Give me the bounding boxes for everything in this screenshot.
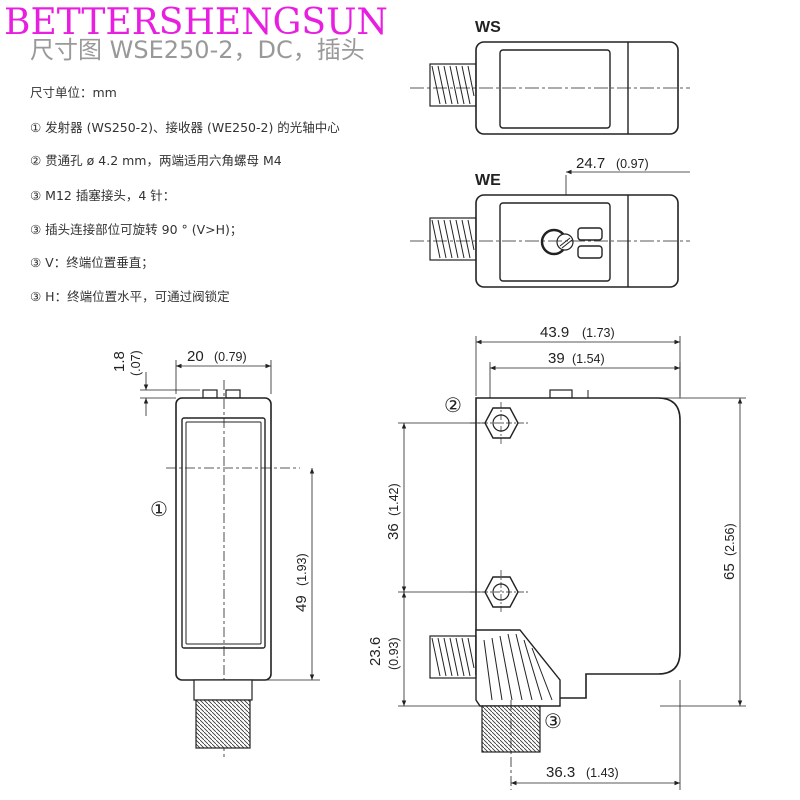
note-units: 尺寸单位：mm [30, 85, 117, 100]
dim-36-3-main: 36.3 [546, 764, 575, 781]
mount-hole-bottom [484, 576, 519, 608]
drawing-title: 尺寸图 WSE250-2，DC，插头 [30, 36, 365, 64]
dim-39: 39 (1.54) [489, 350, 681, 398]
dim-1-8-main: 1.8 [111, 351, 128, 372]
dim-1-8: 1.8 (.07) [111, 350, 200, 416]
note-6: ③ H：终端位置水平，可通过阀锁定 [30, 289, 230, 304]
note-5: ③ V：终端位置垂直； [30, 255, 154, 270]
connector-body [475, 629, 561, 707]
dim-39-main: 39 [548, 350, 565, 367]
dim-49-main: 49 [293, 595, 310, 612]
we-connector [429, 217, 477, 261]
callout-2: ② [444, 395, 462, 417]
dim-49-sub: (1.93) [295, 553, 309, 586]
dim-24-7-sub: (0.97) [616, 157, 649, 171]
note-2: ② 贯通孔 ø 4.2 mm，两端适用六角螺母 M4 [30, 153, 282, 168]
indicator-led-top [577, 227, 603, 241]
callout-1: ① [150, 499, 168, 521]
we-view: WE [410, 172, 690, 288]
callout-3: ③ [544, 711, 562, 733]
front-view: ① [150, 380, 300, 760]
dim-20-main: 20 [187, 348, 204, 365]
dim-43-9-sub: (1.73) [582, 326, 615, 340]
dim-43-9-main: 43.9 [540, 324, 569, 341]
dim-1-8-sub: (.07) [129, 350, 143, 376]
note-4: ③ 插头连接部位可旋转 90 ° (V>H)； [30, 222, 243, 237]
we-face [499, 202, 611, 282]
dim-23-6: 23.6 (0.93) [367, 592, 480, 707]
dim-20-sub: (0.79) [214, 350, 247, 364]
note-1: ① 发射器 (WS250-2)、接收器 (WE250-2) 的光轴中心 [30, 120, 340, 135]
watermark-text: BETTERSHENGSUN [4, 2, 388, 43]
mount-hole-top [484, 407, 519, 439]
ws-label: WS [475, 19, 501, 36]
side-view: ② ③ [429, 389, 681, 790]
dim-36-3: 36.3 (1.43) [511, 680, 681, 790]
side-connector-left [429, 635, 477, 679]
ws-lens [499, 49, 611, 129]
dim-65: 65 (2.56) [660, 397, 746, 707]
ws-connector [429, 63, 477, 107]
dim-65-sub: (2.56) [723, 523, 737, 556]
front-optic-window [181, 417, 266, 649]
note-3: ③ M12 插塞接头，4 针： [30, 188, 176, 203]
dim-36: 36 (1.42) [385, 422, 486, 593]
dim-23-6-sub: (0.93) [387, 637, 401, 670]
dim-36-3-sub: (1.43) [586, 766, 619, 780]
front-connector-thread [195, 699, 251, 749]
dim-36-main: 36 [385, 523, 402, 540]
ws-view: WS [410, 19, 690, 135]
we-label: WE [475, 172, 501, 189]
dim-23-6-main: 23.6 [367, 637, 384, 666]
side-housing [475, 397, 681, 699]
indicator-led-bottom [577, 245, 603, 259]
dim-49: 49 (1.93) [262, 468, 320, 681]
dim-65-main: 65 [721, 563, 738, 580]
dim-20: 20 (0.79) [175, 348, 272, 394]
dim-24-7-main: 24.7 [576, 155, 605, 172]
dim-43-9: 43.9 (1.73) [475, 324, 681, 396]
dim-39-sub: (1.54) [572, 352, 605, 366]
dim-36-sub: (1.42) [387, 483, 401, 516]
front-housing [175, 397, 272, 681]
